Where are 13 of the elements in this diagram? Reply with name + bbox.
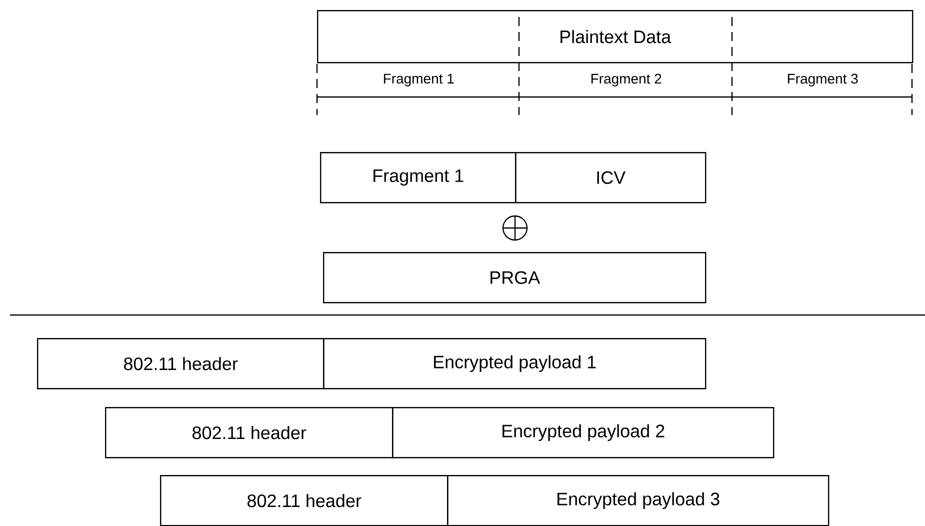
fragment-box: Fragment 1 [320,152,516,204]
fragment-cell: Fragment 3 [788,74,858,86]
fragment-cell: Fragment 2 [591,74,662,86]
payload-box: Encrypted payload 3 [447,474,830,526]
icv-box: ICV [515,152,706,204]
header-box: 802.11 header [37,338,324,390]
header-box: 802.11 header [105,407,394,458]
fragment-cell: Fragment 1 [384,74,454,86]
payload-box: Encrypted payload 1 [323,338,706,390]
header-box: 802.11 header [160,474,448,526]
payload-box: Encrypted payload 2 [392,407,774,458]
data-box: Plaintext Data [317,10,914,64]
prga-box: PRGA [323,252,706,304]
